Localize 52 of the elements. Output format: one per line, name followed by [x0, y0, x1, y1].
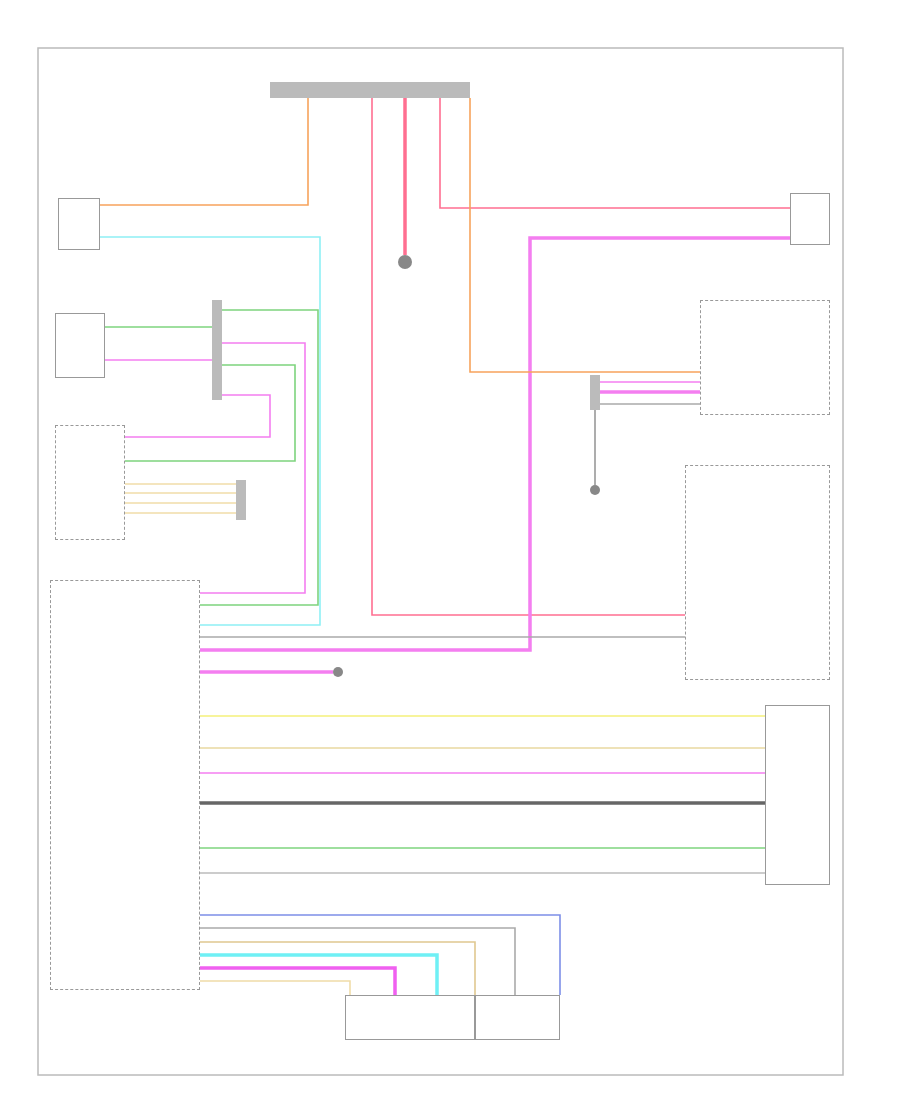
wire — [199, 715, 766, 717]
wire — [199, 636, 686, 638]
wire — [200, 801, 765, 805]
wire — [200, 236, 790, 652]
wire — [599, 381, 701, 383]
wire — [199, 980, 351, 996]
wire — [594, 409, 596, 486]
wire — [199, 309, 319, 606]
ground-dot — [590, 485, 600, 495]
wire — [200, 670, 333, 674]
wire — [124, 512, 237, 514]
wire — [199, 772, 766, 774]
sensor-box — [345, 995, 475, 1040]
splice-bar — [590, 375, 600, 410]
connector-bar — [212, 300, 222, 400]
wire — [439, 97, 791, 209]
switch-box — [58, 198, 100, 250]
wire — [104, 326, 213, 328]
module-outline — [50, 580, 200, 990]
wire — [124, 483, 237, 485]
switch-assembly-outline — [685, 465, 830, 680]
wire — [371, 97, 686, 616]
fuse-block — [270, 82, 470, 98]
connector-bar — [236, 480, 246, 520]
switch-box — [790, 193, 830, 245]
wire — [199, 747, 766, 749]
component-box — [765, 705, 830, 885]
terminal-dot — [333, 667, 343, 677]
wire — [124, 394, 271, 438]
wire — [199, 847, 766, 849]
wire — [200, 953, 439, 995]
wire — [469, 97, 701, 373]
wire — [199, 927, 516, 996]
wire — [199, 872, 766, 874]
switch-box — [55, 313, 105, 378]
wire — [124, 492, 237, 494]
wire — [124, 502, 237, 504]
wire — [104, 359, 213, 361]
wire — [600, 390, 700, 394]
sensor-box — [475, 995, 560, 1040]
cluster-outline — [700, 300, 830, 415]
wire — [124, 364, 296, 462]
module-outline — [55, 425, 125, 540]
wire — [599, 403, 701, 405]
wire — [403, 98, 407, 255]
wire — [200, 966, 397, 995]
wire — [199, 342, 306, 594]
wire — [99, 236, 321, 626]
wire — [199, 914, 561, 996]
terminal-dot — [398, 255, 412, 269]
wire — [99, 97, 309, 206]
wire — [199, 941, 476, 996]
